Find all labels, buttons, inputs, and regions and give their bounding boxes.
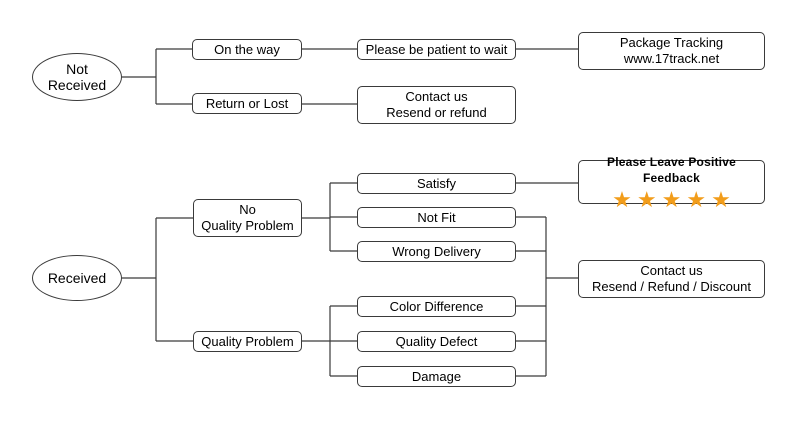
received-node: Received (32, 255, 122, 301)
satisfy-node: Satisfy (357, 173, 516, 194)
wrong-delivery-node: Wrong Delivery (357, 241, 516, 262)
contact-us-refund-node: Contact us Resend or refund (357, 86, 516, 124)
not-received-node: Not Received (32, 53, 122, 101)
star-icon: ★ (661, 186, 682, 212)
star-icon: ★ (686, 186, 707, 212)
be-patient-label: Please be patient to wait (365, 41, 508, 57)
wrong-delivery-label: Wrong Delivery (392, 243, 481, 259)
star-icon: ★ (711, 186, 731, 212)
contact-us-discount-node: Contact us Resend / Refund / Discount (578, 260, 765, 298)
quality-problem-label: Quality Problem (201, 333, 294, 349)
feedback-title: Please Leave Positive Feedback (607, 154, 736, 185)
damage-label: Damage (411, 368, 462, 384)
package-tracking-line2: www.17track.net (623, 51, 720, 66)
received-label: Received (47, 270, 107, 286)
be-patient-node: Please be patient to wait (357, 39, 516, 60)
not-fit-node: Not Fit (357, 207, 516, 228)
satisfy-label: Satisfy (416, 175, 456, 191)
quality-defect-label: Quality Defect (395, 333, 478, 349)
contact-us-line1: Contact us (405, 89, 468, 104)
positive-feedback-node: Please Leave Positive Feedback ★ ★ ★ ★ ★ (578, 155, 765, 210)
feedback-stars: ★ ★ ★ ★ ★ (612, 186, 731, 212)
contact-us-discount-line2: Resend / Refund / Discount (592, 279, 751, 294)
not-received-label-line2: Received (47, 77, 107, 93)
no-quality-problem-node: No Quality Problem (193, 199, 302, 237)
contact-us-line2: Resend or refund (386, 105, 487, 120)
color-difference-label: Color Difference (389, 298, 484, 314)
contact-us-discount-line1: Contact us (640, 263, 703, 278)
return-or-lost-node: Return or Lost (192, 93, 302, 114)
on-the-way-label: On the way (214, 41, 280, 57)
quality-defect-node: Quality Defect (357, 331, 516, 352)
package-tracking-node: Package Tracking www.17track.net (578, 32, 765, 70)
not-received-label-line1: Not (66, 61, 88, 77)
damage-node: Damage (357, 366, 516, 387)
no-quality-line2: Quality Problem (201, 218, 294, 233)
on-the-way-node: On the way (192, 39, 302, 60)
return-or-lost-label: Return or Lost (205, 95, 289, 111)
star-icon: ★ (636, 186, 657, 212)
star-icon: ★ (612, 186, 632, 212)
not-fit-label: Not Fit (417, 209, 456, 225)
package-tracking-line1: Package Tracking (619, 35, 724, 50)
quality-problem-node: Quality Problem (193, 331, 302, 352)
no-quality-line1: No (239, 202, 256, 217)
color-difference-node: Color Difference (357, 296, 516, 317)
